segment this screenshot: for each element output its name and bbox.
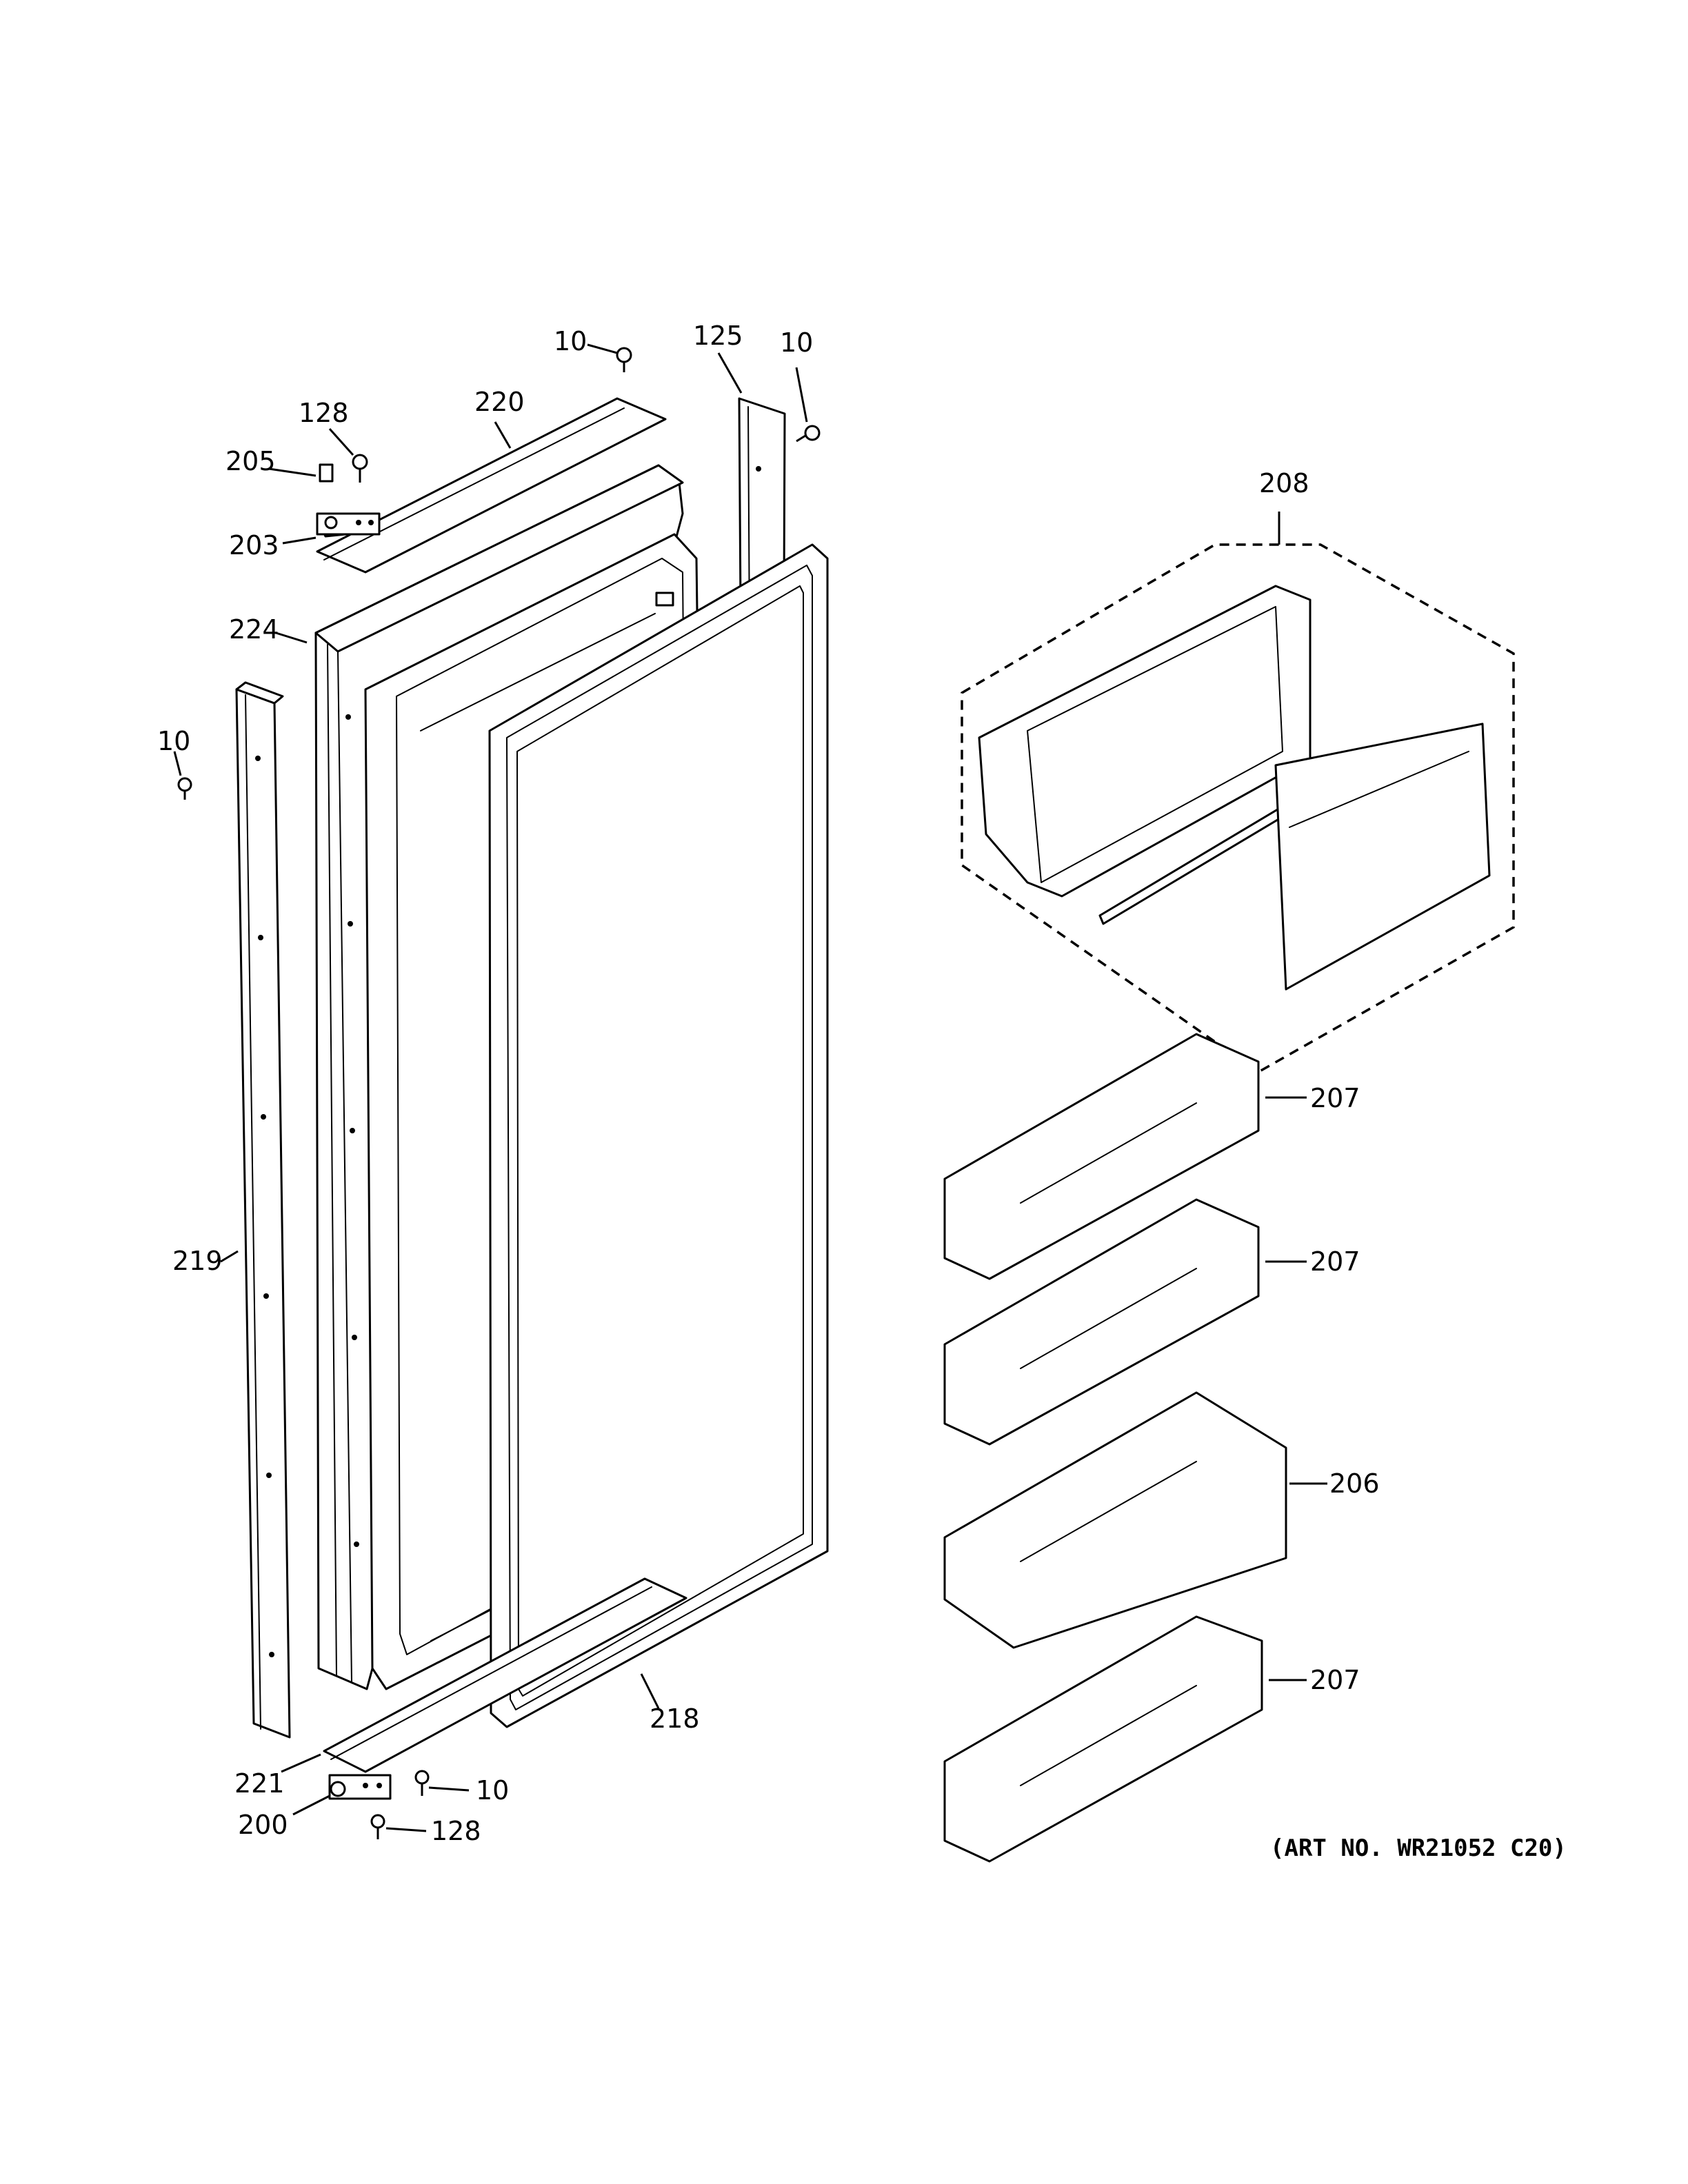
- callout-10-bottom: 10: [476, 1775, 509, 1806]
- screw-128-top: [352, 454, 368, 483]
- screw-10-left: [177, 777, 192, 800]
- callout-221: 221: [234, 1768, 285, 1799]
- callout-218: 218: [650, 1703, 700, 1734]
- screw-128-bottom: [370, 1814, 385, 1839]
- callout-207-b: 207: [1310, 1246, 1360, 1277]
- bottom-hinge-200: [328, 1774, 392, 1800]
- callout-128-bottom: 128: [431, 1816, 481, 1846]
- door-gasket-218: [488, 543, 829, 1728]
- door-bin-206: [943, 1391, 1287, 1649]
- callout-207-a: 207: [1310, 1083, 1360, 1113]
- callout-224: 224: [229, 614, 279, 645]
- screw-10-top: [616, 347, 632, 372]
- callout-10-right: 10: [780, 327, 813, 358]
- callout-128-top: 128: [299, 398, 349, 428]
- callout-207-c: 207: [1310, 1665, 1360, 1695]
- callout-220: 220: [474, 387, 525, 417]
- callout-125: 125: [693, 321, 743, 351]
- screw-10-bottom: [414, 1770, 430, 1796]
- art-number: (ART NO. WR21052 C20): [1270, 1834, 1567, 1862]
- drawer-assembly-208: [961, 543, 1515, 1074]
- door-bin-207-b: [943, 1198, 1260, 1446]
- callout-205: 205: [225, 446, 276, 476]
- callout-200: 200: [238, 1810, 288, 1840]
- callout-203: 203: [229, 530, 279, 560]
- callout-10-left: 10: [157, 726, 190, 756]
- callout-208: 208: [1259, 468, 1309, 498]
- callout-10-top: 10: [554, 326, 587, 356]
- screw-10-right: [796, 425, 821, 443]
- bottom-strip-221: [323, 1577, 687, 1773]
- top-hinge-203: [316, 512, 381, 538]
- callout-206: 206: [1329, 1468, 1380, 1499]
- pin-205: [319, 463, 334, 483]
- leader-lines: [173, 343, 1327, 1832]
- door-bin-207-c: [943, 1615, 1263, 1863]
- door-bin-207-a: [943, 1033, 1260, 1280]
- trim-strip-219: [235, 681, 291, 1739]
- callout-219: 219: [172, 1246, 223, 1276]
